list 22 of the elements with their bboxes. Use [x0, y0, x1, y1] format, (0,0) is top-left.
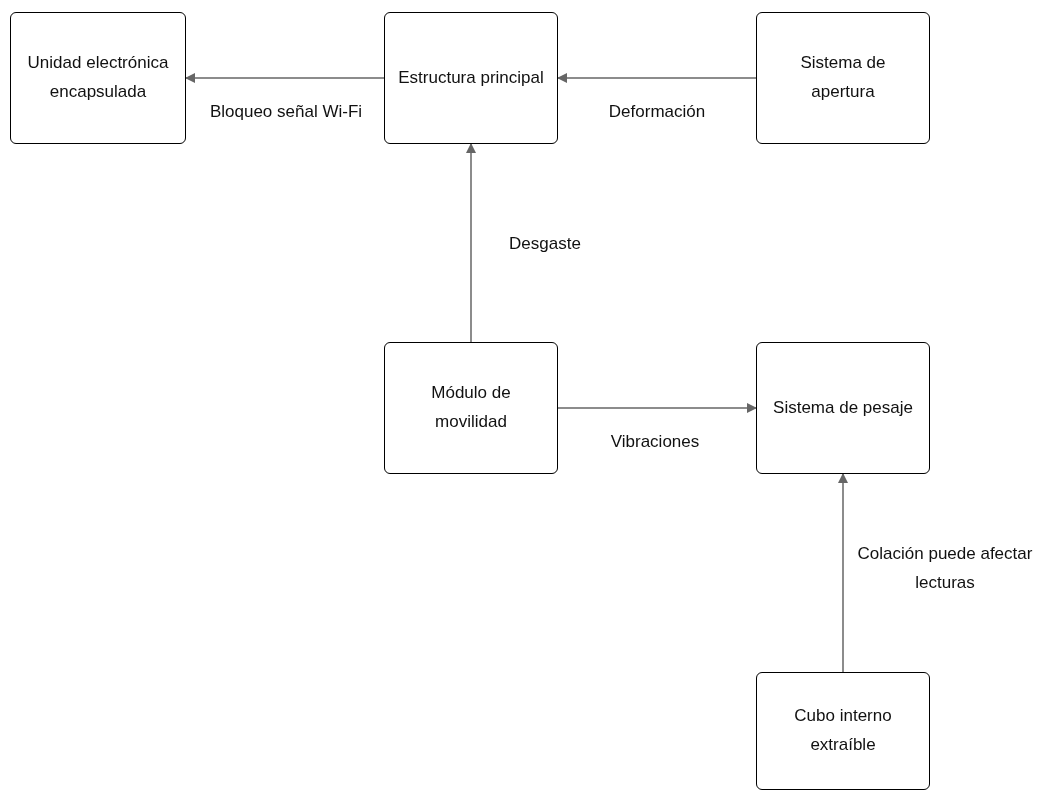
box-label: Cubo interno extraíble [793, 705, 893, 756]
edge-label: Vibraciones [609, 431, 701, 453]
box-label: Sistema de pesaje [773, 396, 913, 419]
edge-label: Desgaste [508, 233, 582, 255]
arrow [466, 143, 476, 343]
process-box [756, 342, 930, 474]
arrow [557, 73, 757, 83]
process-box [10, 12, 186, 144]
process-box [384, 342, 558, 474]
process-box [756, 672, 930, 790]
edge-label: Deformación [607, 101, 707, 123]
edge-label: Colación puede afectar lecturas [856, 543, 1034, 594]
process-box [384, 12, 558, 144]
edge-label: Bloqueo señal Wi-Fi [208, 101, 364, 123]
process-box [756, 12, 930, 144]
arrow [185, 73, 385, 83]
box-label: Estructura principal [398, 66, 544, 89]
arrow [838, 473, 848, 673]
box-label: Sistema de apertura [799, 52, 887, 103]
box-label: Unidad electrónica encapsulada [26, 52, 170, 103]
box-label: Módulo de movilidad [430, 382, 512, 433]
arrow [557, 403, 757, 413]
